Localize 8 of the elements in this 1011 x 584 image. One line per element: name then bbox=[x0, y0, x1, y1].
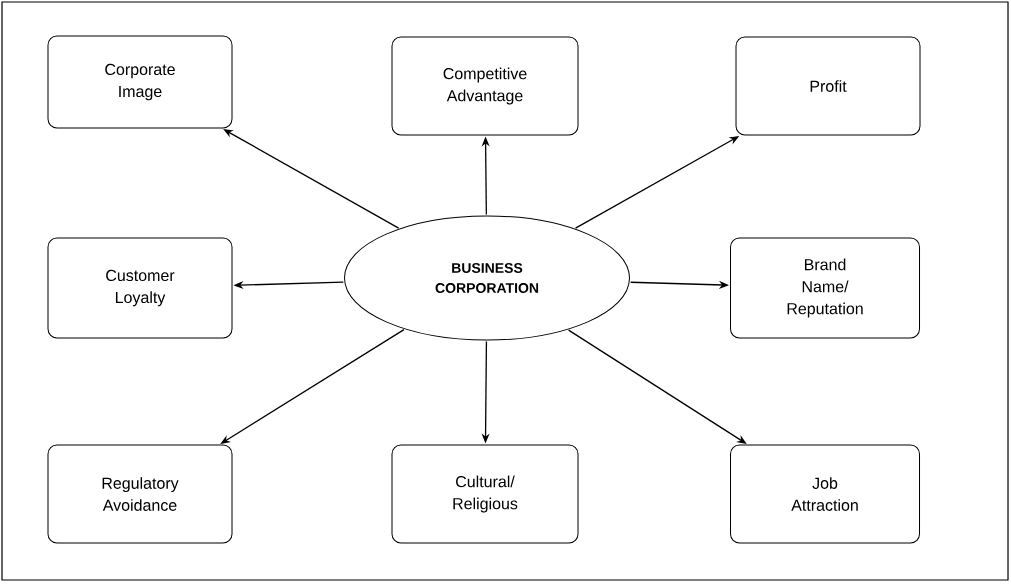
rounded-box: Job Attraction bbox=[730, 444, 920, 544]
rounded-box: Regulatory Avoidance bbox=[47, 444, 233, 544]
rounded-box: Brand Name/ Reputation bbox=[730, 237, 920, 339]
rounded-box: Customer Loyalty bbox=[47, 237, 233, 339]
rounded-box: Profit bbox=[735, 36, 921, 136]
rounded-box: Corporate Image bbox=[47, 35, 233, 129]
rounded-box: Cultural/ Religious bbox=[391, 444, 579, 544]
rounded-box: Competitive Advantage bbox=[391, 36, 579, 136]
